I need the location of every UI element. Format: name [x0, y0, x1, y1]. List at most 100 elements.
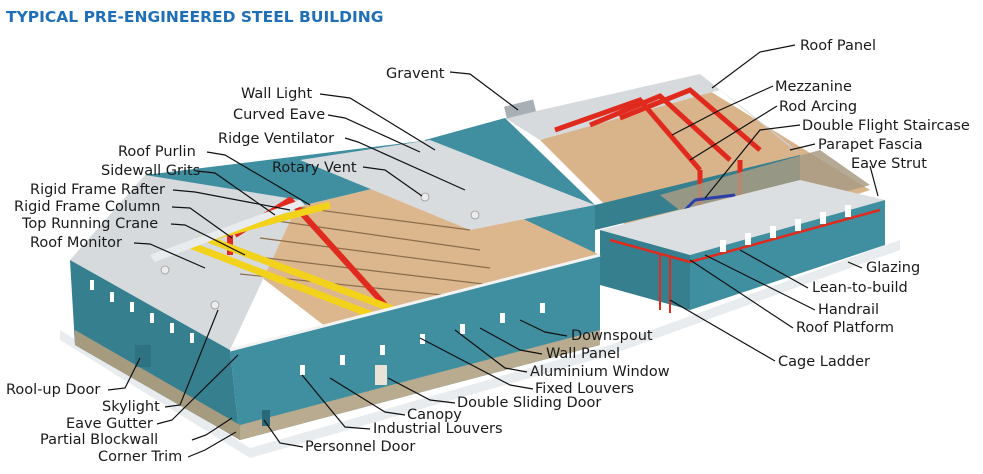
roll-up-door [135, 345, 151, 367]
label-roof-panel: Roof Panel [800, 38, 876, 54]
building-illustration [60, 74, 900, 458]
glazing-pane-1 [720, 240, 726, 252]
leader-personnel-door [263, 419, 304, 448]
label-canopy: Canopy [407, 407, 462, 423]
leader-roof-monitor [133, 242, 206, 269]
leader-cage-ladder [669, 299, 776, 362]
roof-monitor [150, 200, 305, 262]
leader-handrail [704, 254, 816, 311]
label-eave-strut: Eave Strut [851, 156, 927, 172]
label-wall-panel: Wall Panel [546, 346, 620, 362]
leader-downspout [519, 319, 568, 337]
label-roof-purlin: Roof Purlin [118, 144, 196, 160]
leader-eave-strut [869, 165, 879, 197]
label-double-flight-staircase: Double Flight Staircase [802, 118, 970, 134]
gable-window-2 [110, 292, 114, 302]
main-window-2 [340, 355, 345, 365]
label-industrial-louvers: Industrial Louvers [373, 421, 503, 437]
label-fixed-louvers: Fixed Louvers [535, 381, 634, 397]
label-top-running-crane: Top Running Crane [21, 216, 158, 232]
leader-eave-gutter [156, 354, 239, 425]
gravent [503, 99, 537, 119]
rotary-vent-1 [420, 192, 430, 202]
leader-aluminium-window [454, 329, 528, 373]
gable-windows [90, 280, 194, 343]
label-parapet-fascia: Parapet Fascia [818, 137, 923, 153]
leader-double-sliding-door [387, 377, 456, 404]
label-handrail: Handrail [818, 302, 879, 318]
rotary-vent-3 [210, 300, 220, 310]
purlin-2 [269, 219, 481, 251]
main-eave-gutter [229, 253, 601, 352]
gable-window-3 [130, 302, 134, 312]
label-rod-arcing: Rod Arcing [779, 99, 857, 115]
leader-roof-platform [689, 259, 794, 329]
leader-fixed-louvers [419, 337, 534, 390]
lean-to-roof [600, 180, 885, 255]
label-ridge-ventilator: Ridge Ventilator [218, 131, 334, 147]
gable-window-4 [150, 313, 154, 323]
rotary-vent-2 [470, 210, 480, 220]
leader-mezzanine [671, 85, 774, 136]
leader-double-flight-staircase [704, 124, 801, 199]
diagram-title: TYPICAL PRE-ENGINEERED STEEL BUILDING [6, 8, 383, 26]
label-rotary-vent: Rotary Vent [272, 160, 357, 176]
glazing-pane-2 [745, 233, 751, 245]
leader-skylight [164, 309, 219, 408]
label-mezzanine: Mezzanine [775, 79, 852, 95]
leader-roof-panel [711, 44, 796, 89]
purlin-4 [249, 255, 501, 287]
label-roll-up-door: Rool-up Door [6, 382, 100, 398]
label-cage-ladder: Cage Ladder [778, 354, 870, 370]
main-front-wall [230, 255, 600, 440]
leader-rod-arcing [689, 105, 778, 161]
label-rigid-frame-column: Rigid Frame Column [14, 199, 160, 215]
label-roof-platform: Roof Platform [796, 320, 894, 336]
leader-gravent [449, 71, 519, 111]
leader-industrial-louvers [301, 374, 371, 430]
lean-to-glazing [720, 205, 851, 252]
leader-partial-blockwall [191, 417, 233, 441]
label-eave-gutter: Eave Gutter [66, 416, 153, 432]
lean-to-front-wall [690, 200, 885, 310]
leader-wall-light [319, 93, 436, 151]
gable-window-1 [90, 280, 94, 290]
main-roof-right [300, 140, 595, 230]
main-blockwall [240, 330, 600, 440]
leader-glazing [847, 261, 863, 269]
glazing-pane-6 [845, 205, 851, 217]
handrail-lean-to [609, 208, 881, 264]
main-window-3 [380, 345, 385, 355]
gable-blockwall [75, 330, 240, 440]
leader-rigid-frame-column [171, 206, 233, 239]
crane-girder-2 [203, 234, 397, 314]
glazing-pane-5 [820, 212, 826, 224]
tall-roof-left-slope [505, 74, 720, 140]
main-window-6 [500, 313, 505, 323]
gable-window-6 [190, 333, 194, 343]
crane-girder-1 [188, 241, 382, 322]
label-aluminium-window: Aluminium Window [530, 364, 670, 380]
label-downspout: Downspout [571, 328, 653, 344]
leader-roll-up-door [107, 357, 141, 391]
label-gravent: Gravent [386, 66, 445, 82]
leader-curved-eave [327, 114, 421, 153]
leader-roof-purlin [206, 151, 311, 206]
leader-canopy [329, 377, 406, 416]
gable-window-5 [170, 323, 174, 333]
label-skylight: Skylight [102, 399, 160, 415]
main-window-7 [540, 303, 545, 313]
leader-lean-to-build [739, 249, 809, 289]
label-rigid-frame-rafter: Rigid Frame Rafter [30, 182, 165, 198]
mezz-frame-3 [619, 87, 762, 152]
lean-to-side-wall [600, 230, 690, 310]
main-roof-left [70, 175, 300, 350]
leader-top-running-crane [170, 223, 246, 256]
label-lean-to-build: Lean-to-build [812, 280, 908, 296]
leader-corner-trim [187, 431, 237, 458]
sliding-door-shape [375, 365, 387, 385]
purlin-3 [259, 237, 491, 269]
leader-sidewall-grits [196, 170, 276, 216]
label-partial-blockwall: Partial Blockwall [40, 432, 158, 448]
main-window-5 [460, 324, 465, 334]
